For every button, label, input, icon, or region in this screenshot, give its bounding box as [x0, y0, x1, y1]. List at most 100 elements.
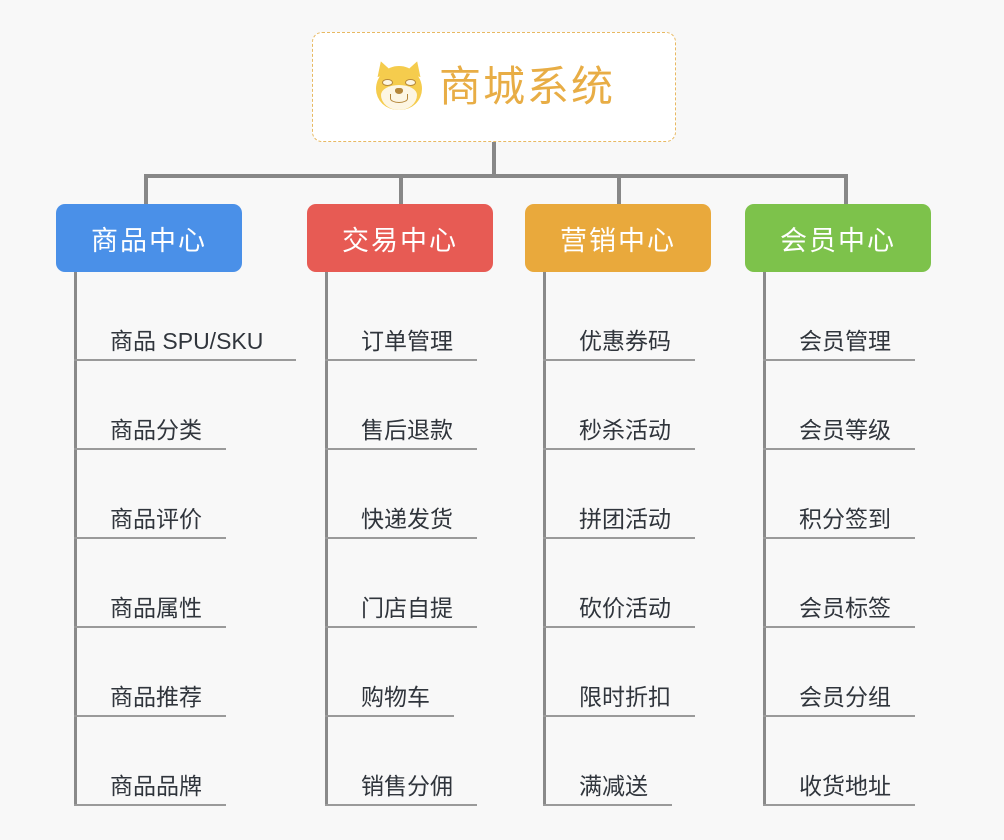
list-item-label: 砍价活动 — [579, 595, 671, 621]
list-item-label: 商品评价 — [110, 506, 202, 532]
list-item-label: 商品 SPU/SKU — [110, 328, 264, 354]
branch-header-product[interactable]: 商品中心 — [56, 204, 242, 272]
list-item-underline — [325, 804, 477, 806]
list-item-underline — [763, 448, 915, 450]
branch-header-marketing[interactable]: 营销中心 — [525, 204, 711, 272]
list-item[interactable]: 满减送 — [543, 717, 711, 806]
list-item-label: 购物车 — [361, 684, 430, 710]
list-item-label: 积分签到 — [799, 506, 891, 532]
list-item[interactable]: 销售分佣 — [325, 717, 493, 806]
list-item[interactable]: 商品评价 — [74, 450, 263, 539]
list-item[interactable]: 门店自提 — [325, 539, 493, 628]
list-item[interactable]: 拼团活动 — [543, 450, 711, 539]
list-item-label: 销售分佣 — [361, 773, 453, 799]
connector-horizontal-bus — [144, 174, 848, 178]
list-item-underline — [763, 715, 915, 717]
connector-drop-2 — [399, 174, 403, 206]
connector-drop-4 — [844, 174, 848, 206]
list-item-label: 售后退款 — [361, 417, 453, 443]
list-item-label: 秒杀活动 — [579, 417, 671, 443]
list-item-underline — [325, 715, 454, 717]
branch-header-label: 营销中心 — [560, 225, 676, 256]
list-item-label: 会员标签 — [799, 595, 891, 621]
branch-items-marketing: 优惠券码 秒杀活动 拼团活动 砍价活动 限时折扣 满减送 — [543, 272, 711, 806]
list-item[interactable]: 优惠券码 — [543, 272, 711, 361]
list-item-label: 商品属性 — [110, 595, 202, 621]
connector-drop-3 — [617, 174, 621, 206]
list-item-label: 收货地址 — [799, 773, 891, 799]
list-item-label: 满减送 — [579, 773, 648, 799]
list-item[interactable]: 商品属性 — [74, 539, 263, 628]
branch-header-label: 会员中心 — [780, 225, 896, 256]
list-item[interactable]: 会员等级 — [763, 361, 931, 450]
list-item-underline — [543, 804, 672, 806]
list-item-underline — [325, 448, 477, 450]
connector-root-stem — [492, 142, 496, 176]
branch-items-trade: 订单管理 售后退款 快递发货 门店自提 购物车 销售分佣 — [325, 272, 493, 806]
list-item[interactable]: 秒杀活动 — [543, 361, 711, 450]
branch-column-marketing: 营销中心 优惠券码 秒杀活动 拼团活动 砍价活动 限时折扣 — [525, 204, 711, 806]
branch-column-member: 会员中心 会员管理 会员等级 积分签到 会员标签 会员分组 — [745, 204, 931, 806]
list-item-underline — [74, 804, 226, 806]
list-item-label: 会员管理 — [799, 328, 891, 354]
branch-header-label: 交易中心 — [342, 225, 458, 256]
list-item[interactable]: 会员管理 — [763, 272, 931, 361]
list-item-underline — [325, 537, 477, 539]
list-item-underline — [543, 448, 695, 450]
connector-drop-1 — [144, 174, 148, 206]
list-item-label: 会员等级 — [799, 417, 891, 443]
list-item-underline — [763, 537, 915, 539]
list-item-label: 优惠券码 — [579, 328, 671, 354]
list-item[interactable]: 购物车 — [325, 628, 493, 717]
list-item[interactable]: 收货地址 — [763, 717, 931, 806]
list-item[interactable]: 商品推荐 — [74, 628, 263, 717]
root-title: 商城系统 — [438, 63, 615, 110]
branch-spine — [74, 272, 77, 806]
branch-column-product: 商品中心 商品 SPU/SKU 商品分类 商品评价 商品属性 商品推荐 — [56, 204, 296, 806]
branch-header-label: 商品中心 — [91, 225, 207, 256]
branch-spine — [543, 272, 546, 806]
list-item-underline — [325, 359, 477, 361]
list-item-underline — [74, 448, 226, 450]
list-item-label: 拼团活动 — [579, 506, 671, 532]
list-item[interactable]: 快递发货 — [325, 450, 493, 539]
branch-items-product: 商品 SPU/SKU 商品分类 商品评价 商品属性 商品推荐 商品品牌 — [74, 272, 296, 806]
list-item-label: 会员分组 — [799, 684, 891, 710]
list-item-underline — [763, 804, 915, 806]
list-item-label: 门店自提 — [361, 595, 453, 621]
list-item-label: 商品推荐 — [110, 684, 202, 710]
list-item[interactable]: 商品品牌 — [74, 717, 263, 806]
list-item[interactable]: 商品分类 — [74, 361, 263, 450]
list-item-underline — [763, 626, 915, 628]
list-item-underline — [763, 359, 915, 361]
list-item-underline — [74, 626, 226, 628]
list-item-label: 商品品牌 — [110, 773, 202, 799]
list-item-underline — [543, 537, 695, 539]
list-item-underline — [325, 626, 477, 628]
branch-column-trade: 交易中心 订单管理 售后退款 快递发货 门店自提 购物车 — [307, 204, 493, 806]
list-item-underline — [74, 359, 296, 361]
list-item[interactable]: 积分签到 — [763, 450, 931, 539]
list-item-underline — [74, 715, 226, 717]
list-item-label: 订单管理 — [361, 328, 453, 354]
list-item-label: 限时折扣 — [579, 684, 671, 710]
list-item[interactable]: 订单管理 — [325, 272, 493, 361]
branch-header-member[interactable]: 会员中心 — [745, 204, 931, 272]
list-item[interactable]: 售后退款 — [325, 361, 493, 450]
list-item-underline — [543, 715, 695, 717]
branch-items-member: 会员管理 会员等级 积分签到 会员标签 会员分组 收货地址 — [763, 272, 931, 806]
list-item-underline — [74, 537, 226, 539]
list-item[interactable]: 限时折扣 — [543, 628, 711, 717]
list-item[interactable]: 会员分组 — [763, 628, 931, 717]
list-item-label: 快递发货 — [361, 506, 453, 532]
list-item[interactable]: 商品 SPU/SKU — [74, 272, 296, 361]
list-item[interactable]: 会员标签 — [763, 539, 931, 628]
branch-spine — [763, 272, 766, 806]
branch-spine — [325, 272, 328, 806]
list-item-underline — [543, 359, 695, 361]
root-node[interactable]: 商城系统 — [312, 32, 676, 142]
branch-header-trade[interactable]: 交易中心 — [307, 204, 493, 272]
list-item-label: 商品分类 — [110, 417, 202, 443]
list-item[interactable]: 砍价活动 — [543, 539, 711, 628]
